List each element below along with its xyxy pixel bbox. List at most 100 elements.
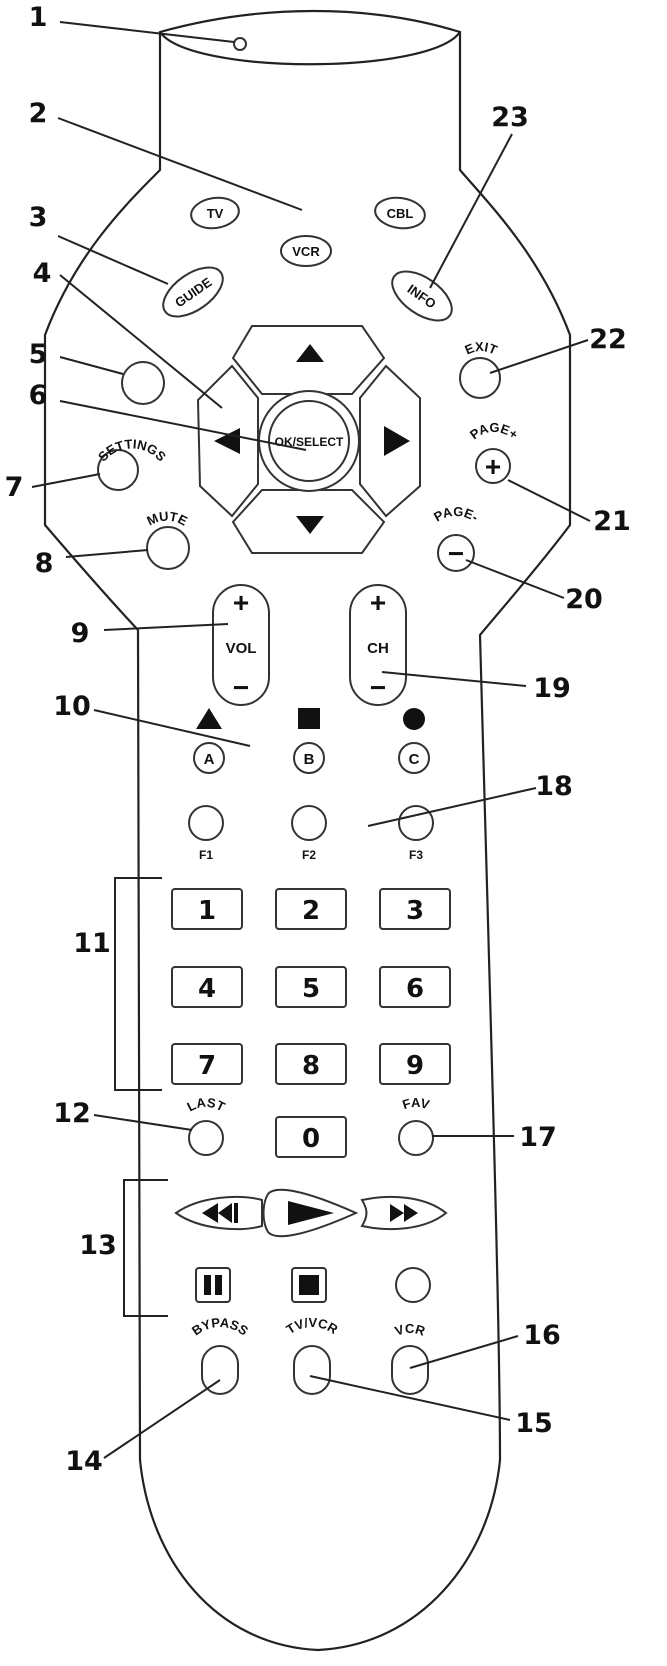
ch-plus: + <box>370 587 386 618</box>
play-icon <box>288 1201 334 1225</box>
square-icon <box>298 708 320 729</box>
guide-button[interactable]: GUIDE <box>155 258 231 326</box>
stop-button[interactable] <box>291 1267 327 1303</box>
page-minus-button[interactable]: − PAGE- <box>431 504 481 572</box>
cbl-label: CBL <box>387 206 414 221</box>
exit-button[interactable]: EXIT <box>459 339 501 399</box>
callout-18: 18 <box>535 771 573 802</box>
pause-button[interactable] <box>195 1267 231 1303</box>
bypass-label: BYPASS <box>189 1315 251 1339</box>
dpad: OK/SELECT <box>196 325 421 554</box>
f1-button[interactable]: F1 <box>188 805 224 862</box>
callout-21: 21 <box>593 506 631 537</box>
c-label: C <box>409 751 420 768</box>
f3-button[interactable]: F3 <box>398 805 434 862</box>
callout-1: 1 <box>29 2 48 33</box>
a-button[interactable]: A <box>193 742 225 774</box>
key-9[interactable]: 9 <box>379 1043 451 1085</box>
mute-button[interactable]: MUTE <box>144 508 190 570</box>
a-label: A <box>204 751 215 768</box>
tv-label: TV <box>207 206 224 221</box>
tv-button[interactable]: TV <box>189 195 241 231</box>
leader-lines <box>31 21 591 1459</box>
tv-vcr-button[interactable]: TV/VCR <box>283 1315 341 1395</box>
callout-5: 5 <box>29 339 48 370</box>
callout-11: 11 <box>73 928 111 959</box>
f2-button[interactable]: F2 <box>291 805 327 862</box>
callout-23: 23 <box>491 102 529 133</box>
callout-10: 10 <box>53 691 91 722</box>
circle-icon <box>403 708 425 730</box>
key-3[interactable]: 3 <box>379 888 451 930</box>
record-button[interactable] <box>395 1267 431 1303</box>
callout-4: 4 <box>33 258 52 289</box>
left-arrow-icon <box>214 428 240 454</box>
ch-minus: − <box>370 672 386 703</box>
callout-2: 2 <box>29 98 48 129</box>
f1-label: F1 <box>199 848 213 862</box>
callout-17: 17 <box>519 1122 557 1153</box>
key-2[interactable]: 2 <box>275 888 347 930</box>
callout-13: 13 <box>79 1230 117 1261</box>
callout-9: 9 <box>71 618 90 649</box>
key-4[interactable]: 4 <box>171 966 243 1008</box>
svg-text:2: 2 <box>302 896 320 926</box>
c-button[interactable]: C <box>398 742 430 774</box>
right-arrow-icon <box>384 426 410 456</box>
svg-text:9: 9 <box>406 1051 424 1081</box>
vcr-bottom-label: VCR <box>393 1321 428 1339</box>
callout-22: 22 <box>589 324 627 355</box>
key-7[interactable]: 7 <box>171 1043 243 1085</box>
vcr-bottom-button[interactable]: VCR <box>391 1321 429 1395</box>
callout-12: 12 <box>53 1098 91 1129</box>
cbl-button[interactable]: CBL <box>373 195 427 232</box>
svg-text:3: 3 <box>406 896 424 926</box>
vcr-label: VCR <box>292 244 320 259</box>
ch-rocker[interactable]: + CH − <box>349 584 407 706</box>
key-8[interactable]: 8 <box>275 1043 347 1085</box>
f2-label: F2 <box>302 848 316 862</box>
fav-label: FAV <box>401 1095 432 1112</box>
callout-16: 16 <box>523 1320 561 1351</box>
rewind-icon <box>202 1203 238 1223</box>
vol-plus: + <box>233 587 249 618</box>
key-0[interactable]: 0 <box>275 1116 347 1158</box>
down-arrow-icon <box>296 516 324 534</box>
vcr-button[interactable]: VCR <box>280 235 332 267</box>
b-button[interactable]: B <box>293 742 325 774</box>
stop-icon <box>299 1275 319 1295</box>
f3-label: F3 <box>409 848 423 862</box>
svg-text:0: 0 <box>302 1124 320 1154</box>
key-5[interactable]: 5 <box>275 966 347 1008</box>
triangle-icon <box>196 708 222 729</box>
key-1[interactable]: 1 <box>171 888 243 930</box>
page-plus-button[interactable]: + PAGE+ <box>467 420 521 484</box>
vol-minus: − <box>233 672 249 703</box>
fav-button[interactable]: FAV <box>398 1095 434 1156</box>
blank-button[interactable] <box>121 361 165 405</box>
callout-15: 15 <box>515 1408 553 1439</box>
bypass-button[interactable]: BYPASS <box>189 1315 251 1395</box>
ok-select-button[interactable]: OK/SELECT <box>268 400 350 482</box>
svg-text:5: 5 <box>302 974 320 1004</box>
svg-text:1: 1 <box>198 896 216 926</box>
page-plus-glyph: + <box>485 451 501 482</box>
tv-vcr-label: TV/VCR <box>283 1315 341 1337</box>
key-6[interactable]: 6 <box>379 966 451 1008</box>
svg-text:7: 7 <box>198 1051 216 1081</box>
svg-text:6: 6 <box>406 974 424 1004</box>
callout-3: 3 <box>29 202 48 233</box>
info-button[interactable]: INFO <box>384 262 460 330</box>
callout-14: 14 <box>65 1446 103 1477</box>
page-minus-glyph: − <box>448 538 464 569</box>
callout-19: 19 <box>533 673 571 704</box>
page-plus-label: PAGE+ <box>467 420 521 443</box>
vol-rocker[interactable]: + VOL − <box>212 584 270 706</box>
pause-icon <box>204 1275 211 1295</box>
ir-led <box>233 37 247 51</box>
b-label: B <box>304 751 315 768</box>
ch-label: CH <box>367 640 389 657</box>
head-curve <box>159 31 461 66</box>
